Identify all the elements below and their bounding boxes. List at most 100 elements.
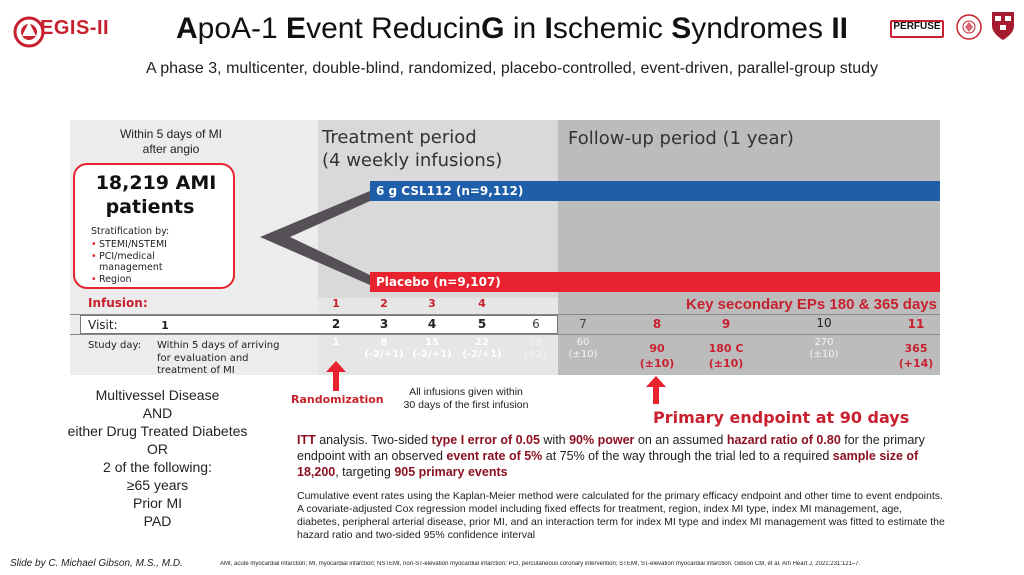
day-90: 90 (±10) <box>639 342 675 370</box>
itt-text: with <box>539 433 570 447</box>
infusion-label: Infusion: <box>88 296 148 310</box>
day-180: 180 C (±10) <box>708 342 744 370</box>
title-fragment: poA-1 <box>197 12 287 45</box>
aegis-logo-icon <box>13 16 45 48</box>
title-fragment: I <box>544 12 553 45</box>
title-fragment: E <box>286 12 307 45</box>
treatment-period-lower-panel <box>318 298 558 375</box>
stratification-item: •PCI/medical management <box>91 251 167 274</box>
itt-keyword: event rate of 5% <box>446 449 543 463</box>
primary-endpoint-arrow-icon <box>646 376 666 404</box>
itt-text: at 75% of the way through the trial led … <box>542 449 833 463</box>
visit-1: 1 <box>161 319 169 332</box>
bullet-icon: • <box>91 239 97 250</box>
page-subtitle: A phase 3, multicenter, double-blind, ra… <box>146 60 878 77</box>
criteria-line: Prior MI <box>133 495 182 511</box>
visit-10: 10 <box>816 316 832 330</box>
title-fragment: A <box>175 12 198 45</box>
randomization-arrow-icon <box>326 361 346 391</box>
stratification-list: •STEMI/NSTEMI•PCI/medical management•Reg… <box>91 239 167 285</box>
criteria-line: AND <box>142 405 173 421</box>
itt-keyword: 90% power <box>569 433 635 447</box>
study-day-value: 15 (-2/+1) <box>412 337 452 360</box>
followup-period-panel <box>558 120 940 375</box>
itt-text: for the primary endpoint with an observe… <box>297 433 925 463</box>
followup-period-label: Follow-up period (1 year) <box>568 128 794 149</box>
row-divider <box>70 314 940 315</box>
itt-keyword: sample size of 18,200 <box>297 449 919 479</box>
title-fragment: II <box>831 12 848 45</box>
criteria-line: 2 of the following: <box>103 459 212 475</box>
university-seal-icon <box>956 14 982 40</box>
criteria-line: PAD <box>143 513 172 529</box>
visit-number: 7 <box>579 317 587 331</box>
itt-analysis-text: ITT analysis. Two-sided type I error of … <box>297 432 947 480</box>
placebo-arm-label: Placebo (n=9,107) <box>376 275 501 289</box>
infusion-number: 4 <box>478 297 486 310</box>
visit-label: Visit: <box>88 318 118 332</box>
visit-number: 6 <box>532 317 540 331</box>
itt-keyword: type I error of 0.05 <box>431 433 540 447</box>
itt-text: analysis. Two-sided <box>315 433 432 447</box>
randomization-label: Randomization <box>291 393 384 406</box>
visit-number: 5 <box>477 317 487 331</box>
study-day-value: 22 (-2/+1) <box>462 337 502 360</box>
visit-number: 4 <box>427 317 437 331</box>
title-fragment: vent Reducin <box>306 12 482 45</box>
itt-text: on an assumed <box>634 433 727 447</box>
bullet-icon: • <box>91 273 97 285</box>
itt-keyword: ITT <box>297 433 316 447</box>
bullet-icon: • <box>91 250 97 262</box>
title-fragment: S <box>671 12 692 45</box>
stratification-item-text: Region <box>99 273 132 285</box>
randomization-chevron <box>260 191 370 285</box>
infusion-number: 1 <box>332 297 340 310</box>
active-arm-label: 6 g CSL112 (n=9,112) <box>376 184 524 198</box>
page-title: ApoA-1 Event ReducinG in Ischemic Syndro… <box>0 12 1024 46</box>
itt-text: , targeting <box>335 465 395 479</box>
perfuse-logo-text: PERFUSE <box>893 21 941 32</box>
study-day-value: 8 (-2/+1) <box>364 337 404 360</box>
infusion-number: 3 <box>428 297 436 310</box>
key-secondary-endpoints: Key secondary EPs 180 & 365 days <box>686 296 937 313</box>
study-day-description: Within 5 days of arriving for evaluation… <box>157 340 280 376</box>
treatment-period-label: Treatment period (4 weekly infusions) <box>322 127 503 171</box>
title-fragment: schemic <box>552 12 672 45</box>
harvard-shield-icon <box>992 12 1014 40</box>
aegis-logo-text: EGIS-II <box>40 17 110 39</box>
itt-keyword: 905 primary events <box>394 465 508 479</box>
visit-9: 9 <box>721 317 731 331</box>
day-270: 270 (±10) <box>809 337 839 360</box>
title-fragment: yndromes <box>691 12 832 45</box>
visit-11: 11 <box>907 317 925 331</box>
stratification-item: •STEMI/NSTEMI <box>91 239 167 251</box>
methods-text: Cumulative event rates using the Kaplan-… <box>297 490 945 541</box>
title-fragment: in <box>504 12 545 45</box>
criteria-line: either Drug Treated Diabetes <box>67 423 248 439</box>
day-365: 365 (+14) <box>898 342 934 370</box>
patients-label: patients <box>105 196 195 218</box>
stratification-item-text: STEMI/NSTEMI <box>99 239 167 250</box>
infusion-number: 2 <box>380 297 388 310</box>
stratification-title: Stratification by: <box>91 226 170 237</box>
patients-box: 18,219 AMI patients Stratification by: •… <box>73 163 235 289</box>
study-day-label: Study day: <box>88 340 142 351</box>
criteria-line: Multivessel Disease <box>95 387 220 403</box>
active-arm-bar: 6 g CSL112 (n=9,112) <box>370 181 940 201</box>
slide-credit: Slide by C. Michael Gibson, M.S., M.D. <box>10 558 183 569</box>
infusion-window-note: All infusions given within 30 days of th… <box>403 386 529 411</box>
day-60: 60 (±10) <box>568 337 598 360</box>
primary-endpoint-label: Primary endpoint at 90 days <box>653 408 910 427</box>
row-divider <box>70 334 940 335</box>
visit-number: 3 <box>379 317 389 331</box>
stratification-item-text: PCI/medical management <box>99 250 163 274</box>
stratification-item: •Region <box>91 274 167 286</box>
visit-row-highlight <box>80 315 558 334</box>
title-fragment: G <box>481 12 505 45</box>
day-29: 29 (±2) <box>523 337 547 360</box>
criteria-line: ≥65 years <box>126 477 189 493</box>
abbreviations-footnote: AMI, acute myocardial infarction; MI, my… <box>220 561 861 567</box>
enrollment-timing: Within 5 days of MI after angio <box>119 127 223 156</box>
treatment-period-panel <box>318 120 558 298</box>
